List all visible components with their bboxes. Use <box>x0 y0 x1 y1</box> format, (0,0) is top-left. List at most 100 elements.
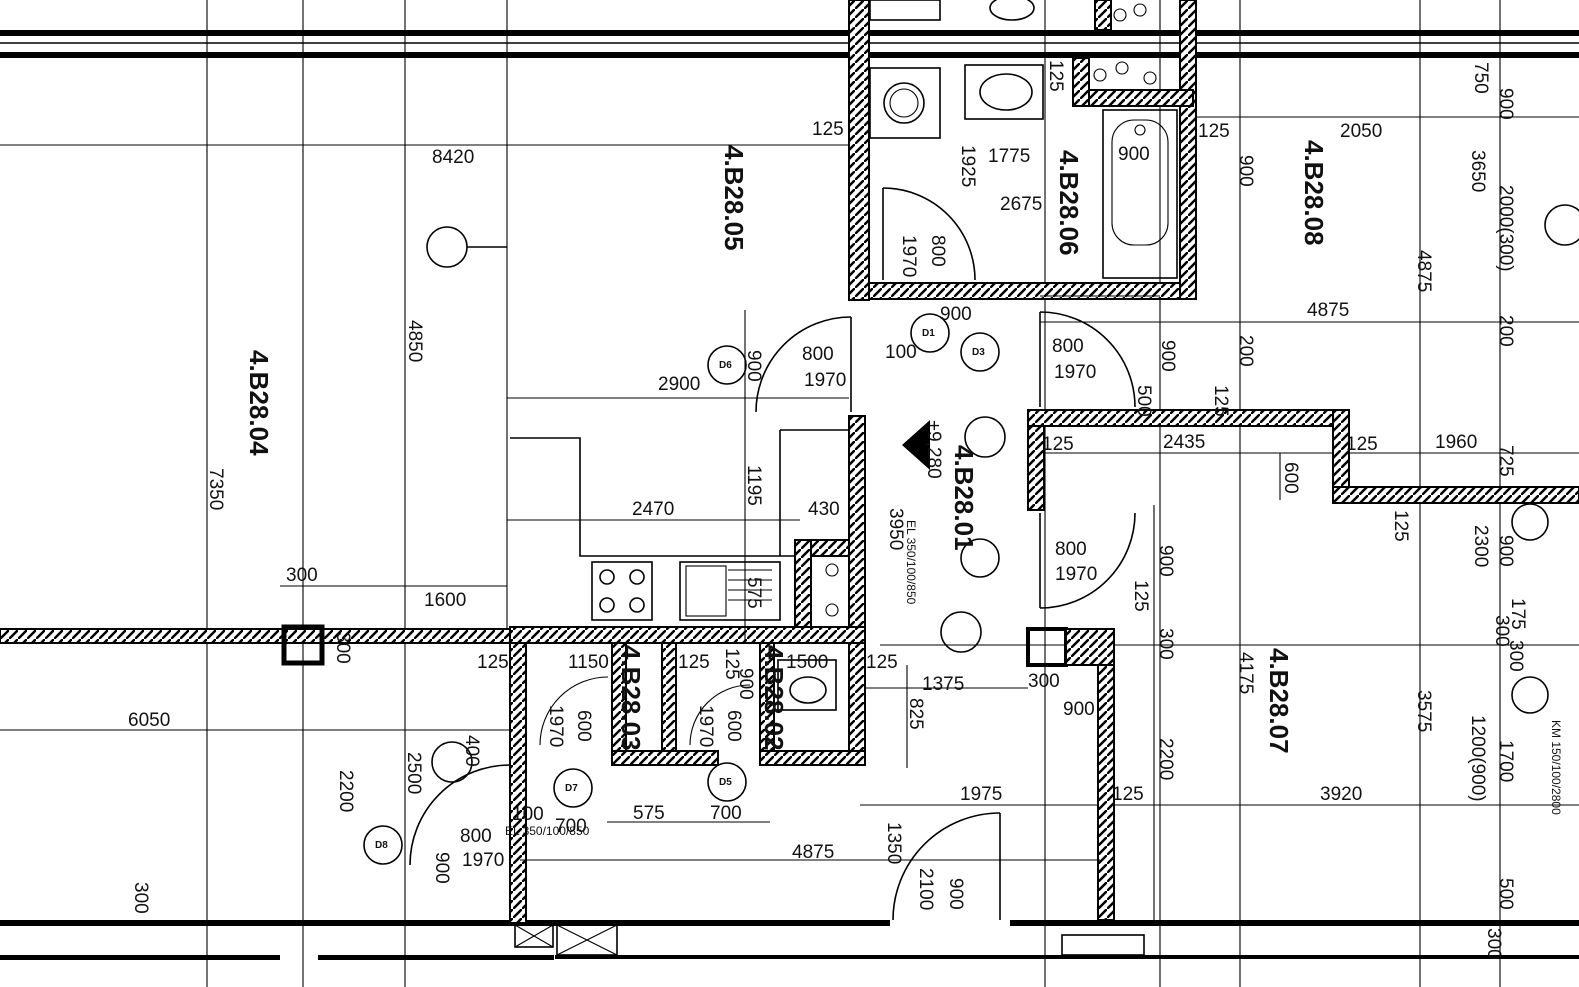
dim-300-g: 300 <box>1483 928 1504 960</box>
dim-300-d: 300 <box>332 632 353 664</box>
dim-900-f: 900 <box>945 878 966 910</box>
dim-7350: 7350 <box>205 468 226 510</box>
dim-800-c: 800 <box>1052 336 1084 357</box>
dim-725: 725 <box>1495 445 1516 477</box>
dim-1375: 1375 <box>922 674 964 695</box>
column <box>281 624 325 666</box>
dim-1975: 1975 <box>960 784 1002 805</box>
dim-2470: 2470 <box>632 499 674 520</box>
level-marker-text: +9,280 <box>923 420 944 479</box>
dim-825: 825 <box>905 698 926 730</box>
dim-125-b: 125 <box>678 652 710 673</box>
dim-1970-c: 1970 <box>1054 362 1096 383</box>
door-tag-d1: D1 <box>922 328 935 339</box>
dim-400: 400 <box>461 735 482 767</box>
dim-1960: 1960 <box>1435 432 1477 453</box>
dim-700-b: 700 <box>710 803 742 824</box>
section-markers <box>426 204 1579 783</box>
dim-200: 750 <box>1470 62 1491 94</box>
dim-600-a: 600 <box>573 710 594 742</box>
dim-2000-300: 3650 <box>1467 150 1488 192</box>
dim-1150: 1150 <box>568 652 609 673</box>
dim-300-e: 300 <box>1491 615 1512 647</box>
dim-2500: 2500 <box>403 752 424 794</box>
doors <box>409 187 1136 921</box>
dim-125-d: 125 <box>812 119 844 140</box>
door-tag-d6: D6 <box>719 360 732 371</box>
dim-800-b: 800 <box>802 344 834 365</box>
dim-3575-b: 3575 <box>1413 690 1434 732</box>
dimension-labels: 8420 300 1600 6050 100 700 575 700 800 1… <box>128 119 1477 871</box>
dim-4875-b: 4875 <box>1307 300 1349 321</box>
dim-900-g: 900 <box>1157 340 1178 372</box>
dim-3950: 3950 <box>885 508 906 550</box>
dim-4850: 4850 <box>404 320 425 362</box>
electrical-note-1: EL 350/100/850 <box>904 520 918 605</box>
dimension-lines <box>280 295 1281 920</box>
dim-300-a: 300 <box>286 565 318 586</box>
dim-4175: 4175 <box>1235 652 1256 694</box>
dim-300-f: 300 <box>1505 640 1526 672</box>
door-tags <box>363 313 1000 865</box>
dim-1000: 200 <box>1235 335 1256 367</box>
dim-1970-g: 1970 <box>898 235 919 277</box>
dim-125-h: 125 <box>1112 784 1144 805</box>
dim-600-c: 600 <box>1280 462 1301 494</box>
bottom-corridor <box>0 920 1579 960</box>
dim-125-k: 125 <box>1210 385 1231 417</box>
room-label-04: 4.B28.04 <box>244 350 274 456</box>
dim-1970-a: 1970 <box>462 850 504 871</box>
dim-125-m: 125 <box>1130 580 1151 612</box>
dim-175: 175 <box>1507 598 1528 630</box>
dim-600-b: 600 <box>723 710 744 742</box>
dim-2435: 2435 <box>1163 432 1205 453</box>
door-tag-d7: D7 <box>565 783 578 794</box>
balcony-edge-wall <box>0 628 511 644</box>
dim-3650: 4875 <box>1413 250 1434 292</box>
fixtures <box>510 0 1178 711</box>
dim-1400: 200 <box>1495 315 1516 347</box>
dim-2200-b: 2200 <box>1155 738 1176 780</box>
door-tag-d3: D3 <box>972 347 985 358</box>
dimension-labels-vertical: 4850 7350 2200 2500 400 900 300 300 1970… <box>130 60 1528 960</box>
dim-1600: 1600 <box>424 590 466 611</box>
dim-750: 900 <box>1495 88 1516 120</box>
dim-1775: 1775 <box>988 146 1030 167</box>
dim-430: 430 <box>808 499 840 520</box>
dim-900-c: 900 <box>431 852 452 884</box>
dim-125-c: 125 <box>866 652 898 673</box>
dim-800-d: 800 <box>1055 539 1087 560</box>
dim-300-c: 300 <box>130 882 151 914</box>
room-label-03: 4.B28.03 <box>616 645 646 751</box>
room-label-01: 4.B28.01 <box>949 445 979 551</box>
dim-500-b: 500 <box>1133 385 1154 417</box>
dim-6050: 6050 <box>128 710 170 731</box>
dim-1970-e: 1970 <box>545 705 566 747</box>
level-marker-icon <box>902 420 930 470</box>
dim-125-e: 125 <box>1198 121 1230 142</box>
dim-300-b: 300 <box>1028 671 1060 692</box>
electrical-note-3: KM 150/100/2800 <box>1549 720 1563 815</box>
dim-575-b: 575 <box>743 577 764 609</box>
dim-1195: 1195 <box>743 465 764 506</box>
dim-800-a: 800 <box>460 826 492 847</box>
dim-1970-d: 1970 <box>1055 564 1097 585</box>
dim-125-l: 125 <box>1390 510 1411 542</box>
room-label-05: 4.B28.05 <box>719 145 749 251</box>
dim-4875-a: 4875 <box>792 842 834 863</box>
dim-2200-a: 2200 <box>335 770 356 812</box>
dim-2100: 2100 <box>915 868 936 910</box>
dim-3920: 3920 <box>1320 784 1362 805</box>
dim-1500: 1500 <box>786 652 828 673</box>
dim-900-d: 900 <box>735 668 756 700</box>
dim-1350: 1350 <box>883 822 904 864</box>
door-tag-d8: D8 <box>375 840 388 851</box>
dim-3575-a: 2050 <box>1340 121 1382 142</box>
dim-1700: 1700 <box>1495 740 1516 782</box>
dim-1970-f: 1970 <box>695 705 716 747</box>
dim-900-j: 900 <box>1155 545 1176 577</box>
dim-2900: 2900 <box>658 374 700 395</box>
dim-125-a: 125 <box>477 652 509 673</box>
dim-800-e: 800 <box>927 235 948 267</box>
